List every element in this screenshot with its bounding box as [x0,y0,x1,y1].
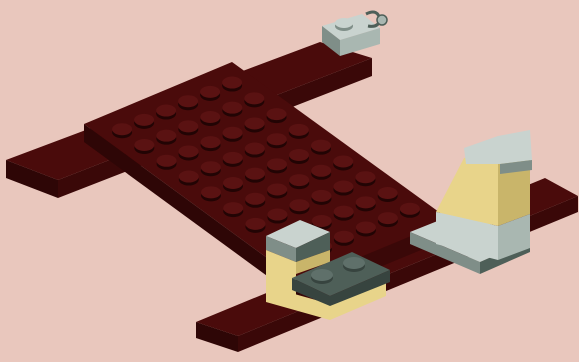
stud [334,206,354,218]
stud [200,86,220,98]
stud [179,171,199,183]
stud [289,199,309,211]
stud [245,218,265,230]
stud [334,231,354,243]
stud [311,165,331,177]
stud [355,171,375,183]
stud [223,177,243,189]
stud [245,143,265,155]
stud [289,174,309,186]
stud [200,111,220,123]
stud [223,202,243,214]
stud [267,183,287,195]
stud [356,196,376,208]
stud [223,152,243,164]
stud [267,133,287,145]
stud [179,145,199,157]
stud [222,102,242,114]
stud [201,161,221,173]
stud [156,130,176,142]
stud [156,105,176,117]
stud [157,155,177,167]
stud [178,120,198,132]
stud [245,193,265,205]
stud [312,215,332,227]
stud [311,140,331,152]
stud [400,203,420,215]
stud [245,117,265,129]
stud [134,114,154,126]
stud [378,212,398,224]
stud [222,77,242,89]
stud [178,95,198,107]
stud [333,181,353,193]
stud [223,127,243,139]
stud [201,136,221,148]
stud [356,221,376,233]
stud [201,186,221,198]
stud [267,158,287,170]
stud [134,139,154,151]
stud [333,155,353,167]
stud [289,124,309,136]
stud [267,108,287,120]
stud [112,123,132,135]
stud [245,168,265,180]
stud [267,209,287,221]
stud [289,149,309,161]
stud [311,190,331,202]
stud [244,92,264,104]
stud [378,187,398,199]
